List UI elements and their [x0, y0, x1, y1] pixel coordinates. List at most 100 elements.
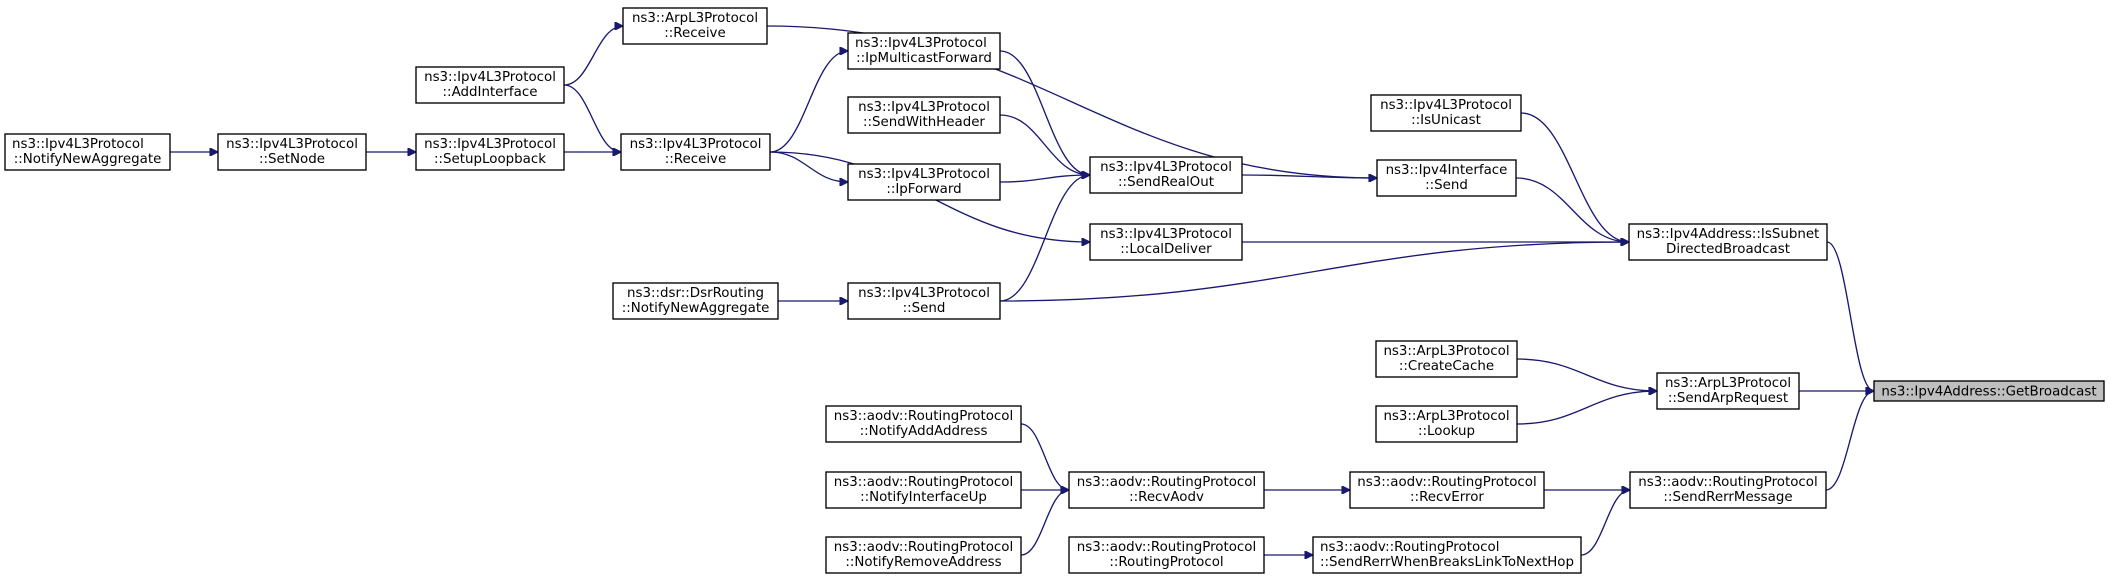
node-ip-multicast-forward[interactable]: ns3::Ipv4L3Protocol ::IpMulticastForward — [847, 32, 1001, 70]
node-label-line-2: DirectedBroadcast — [1666, 242, 1790, 257]
node-label-line-2: ::SetupLoopback — [434, 152, 546, 167]
node-lookup[interactable]: ns3::ArpL3Protocol ::Lookup — [1375, 405, 1518, 443]
node-box — [1656, 372, 1800, 410]
node-box — [1089, 156, 1243, 194]
node-add-interface[interactable]: ns3::Ipv4L3Protocol ::AddInterface — [415, 66, 565, 104]
edge-n_ipforward-to-n_sendrealout — [999, 175, 1090, 183]
node-label-line-1: ns3::Ipv4L3Protocol — [424, 137, 556, 152]
node-box — [620, 133, 771, 171]
node-box — [1629, 471, 1827, 509]
edge-n_sendwithheader-to-n_sendrealout — [999, 114, 1090, 175]
node-label-line-1: ns3::Ipv4Address::GetBroadcast — [1881, 385, 2096, 400]
node-label-line-2: ::AddInterface — [443, 85, 538, 100]
node-box — [1375, 340, 1518, 378]
node-label-line-2: ::Lookup — [1418, 424, 1475, 439]
node-label-line-2: ::SendRerrWhenBreaksLinkToNextHop — [1320, 555, 1574, 570]
node-label-line-1: ns3::Ipv4L3Protocol — [630, 137, 762, 152]
node-ipv4-send[interactable]: ns3::Ipv4L3Protocol ::Send — [847, 282, 1001, 320]
edge-n_ipv4_receive-to-n_ipforward — [769, 151, 848, 182]
node-label-line-2: ::Receive — [665, 152, 726, 167]
node-box — [1376, 159, 1517, 197]
node-label-line-1: ns3::aodv::RoutingProtocol — [834, 409, 1013, 424]
node-is-subnet-directed-broadcast[interactable]: ns3::Ipv4Address::IsSubnet DirectedBroad… — [1628, 223, 1828, 261]
node-send-rerr-when-breaks-link[interactable]: ns3::aodv::RoutingProtocol ::SendRerrWhe… — [1312, 536, 1582, 574]
edge-n_lookup-to-n_sendarp — [1516, 391, 1657, 425]
node-label-line-1: ns3::ArpL3Protocol — [1383, 344, 1509, 359]
node-send-rerr-message[interactable]: ns3::aodv::RoutingProtocol ::SendRerrMes… — [1629, 471, 1827, 509]
node-box — [622, 7, 768, 45]
node-recv-aodv[interactable]: ns3::aodv::RoutingProtocol ::RecvAodv — [1068, 471, 1265, 509]
node-label-line-1: ns3::aodv::RoutingProtocol — [834, 540, 1013, 555]
node-box — [415, 66, 565, 104]
node-ipv4-receive[interactable]: ns3::Ipv4L3Protocol ::Receive — [620, 133, 771, 171]
node-notify-interface-up[interactable]: ns3::aodv::RoutingProtocol ::NotifyInter… — [825, 471, 1022, 509]
node-notify-remove-address[interactable]: ns3::aodv::RoutingProtocol ::NotifyRemov… — [825, 536, 1022, 574]
node-box — [1312, 536, 1582, 574]
node-label-line-1: ns3::Ipv4L3Protocol — [226, 137, 358, 152]
node-label-line-2: ::IpMulticastForward — [856, 51, 992, 66]
node-label-line-2: ::SendWithHeader — [863, 115, 985, 130]
node-box — [612, 282, 779, 320]
node-recv-error[interactable]: ns3::aodv::RoutingProtocol ::RecvError — [1349, 471, 1545, 509]
node-label-line-1: ns3::Ipv4Address::IsSubnet — [1637, 227, 1820, 242]
node-box — [847, 282, 1001, 320]
edge-n_ipmulticast-to-n_sendrealout — [999, 50, 1090, 175]
node-box — [1349, 471, 1545, 509]
node-box — [1089, 223, 1243, 261]
node-dsr-notify-new-aggregate[interactable]: ns3::dsr::DsrRouting ::NotifyNewAggregat… — [612, 282, 779, 320]
node-notify-add-address[interactable]: ns3::aodv::RoutingProtocol ::NotifyAddAd… — [825, 405, 1022, 443]
node-label-line-2: ::SendRealOut — [1118, 175, 1214, 190]
node-box — [4, 133, 171, 171]
edge-n_iface_send-to-n_issubnet — [1515, 177, 1629, 242]
node-label-line-1: ns3::ArpL3Protocol — [1665, 376, 1791, 391]
edge-n_issubnet-to-n_getbroadcast — [1826, 241, 1874, 391]
nodes-layer: ns3::ArpL3Protocol ::Receive ns3::Ipv4L3… — [4, 7, 2105, 574]
node-label-line-1: ns3::aodv::RoutingProtocol — [1638, 475, 1817, 490]
edge-n_addinterface-to-n_arp_receive — [563, 26, 623, 86]
node-label-line-1: ns3::Ipv4L3Protocol — [1100, 227, 1232, 242]
edge-n_notifyremove-to-n_recvaodv — [1020, 490, 1069, 556]
node-label-line-2: ::SendArpRequest — [1668, 391, 1788, 406]
node-label-line-2: ::SetNode — [259, 152, 325, 167]
edge-n_notifyaddaddr-to-n_recvaodv — [1020, 423, 1069, 490]
node-label-line-1: ns3::Ipv4L3Protocol — [424, 70, 556, 85]
node-box — [1370, 94, 1522, 132]
node-label-line-1: ns3::Ipv4L3Protocol — [858, 100, 990, 115]
edge-n_sendrerrmsg-to-n_getbroadcast — [1825, 391, 1874, 491]
node-label-line-1: ns3::Ipv4L3Protocol — [1380, 98, 1512, 113]
node-setup-loopback[interactable]: ns3::Ipv4L3Protocol ::SetupLoopback — [415, 133, 565, 171]
node-box — [847, 32, 1001, 70]
node-send-real-out[interactable]: ns3::Ipv4L3Protocol ::SendRealOut — [1089, 156, 1243, 194]
node-label-line-1: ns3::ArpL3Protocol — [632, 11, 758, 26]
node-create-cache[interactable]: ns3::ArpL3Protocol ::CreateCache — [1375, 340, 1518, 378]
node-arp-receive[interactable]: ns3::ArpL3Protocol ::Receive — [622, 7, 768, 45]
node-get-broadcast[interactable]: ns3::Ipv4Address::GetBroadcast — [1873, 380, 2105, 402]
node-label-line-1: ns3::aodv::RoutingProtocol — [1357, 475, 1536, 490]
node-label-line-2: ::NotifyRemoveAddress — [845, 555, 1001, 570]
node-box — [1628, 223, 1828, 261]
node-label-line-2: ::RecvError — [1410, 490, 1484, 505]
edge-n_sendrerrbreaks-to-n_sendrerrmsg — [1580, 490, 1630, 556]
node-ipv4-interface-send[interactable]: ns3::Ipv4Interface ::Send — [1376, 159, 1517, 197]
node-label-line-2: ::IpForward — [886, 182, 961, 197]
node-label-line-1: ns3::Ipv4L3Protocol — [1100, 160, 1232, 175]
node-ip-forward[interactable]: ns3::Ipv4L3Protocol ::IpForward — [847, 163, 1001, 201]
node-send-arp-request[interactable]: ns3::ArpL3Protocol ::SendArpRequest — [1656, 372, 1800, 410]
node-label-line-2: ::Receive — [664, 26, 725, 41]
node-is-unicast[interactable]: ns3::Ipv4L3Protocol ::IsUnicast — [1370, 94, 1522, 132]
node-label-line-2: ::IsUnicast — [1411, 113, 1481, 128]
node-box — [217, 133, 367, 171]
node-local-deliver[interactable]: ns3::Ipv4L3Protocol ::LocalDeliver — [1089, 223, 1243, 261]
node-set-node[interactable]: ns3::Ipv4L3Protocol ::SetNode — [217, 133, 367, 171]
node-send-with-header[interactable]: ns3::Ipv4L3Protocol ::SendWithHeader — [847, 96, 1001, 134]
edge-n_sendrealout-to-n_iface_send — [1241, 175, 1377, 178]
node-routing-protocol[interactable]: ns3::aodv::RoutingProtocol ::RoutingProt… — [1068, 536, 1265, 574]
node-box — [825, 536, 1022, 574]
node-label-line-2: ::Send — [1425, 178, 1468, 193]
edge-n_isunicast-to-n_issubnet — [1520, 112, 1629, 242]
node-notify-new-aggregate[interactable]: ns3::Ipv4L3Protocol ::NotifyNewAggregate — [4, 133, 171, 171]
node-label-line-2: ::NotifyNewAggregate — [14, 152, 162, 167]
node-label-line-1: ns3::aodv::RoutingProtocol — [1320, 540, 1499, 555]
edges-layer — [169, 26, 1874, 556]
edge-n_ipv4_send-to-n_issubnet — [999, 242, 1629, 302]
